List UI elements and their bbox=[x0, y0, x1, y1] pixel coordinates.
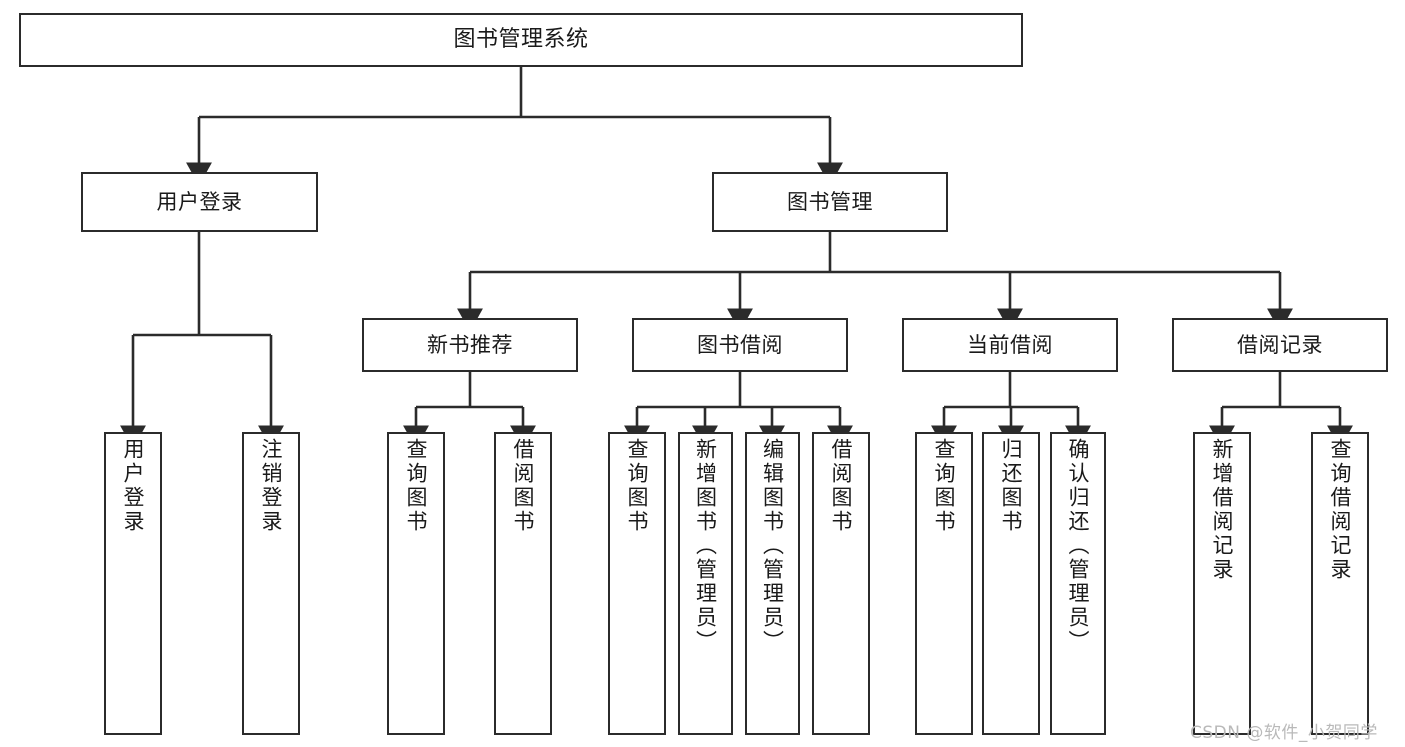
node-current-borrow[interactable]: 当前借阅 bbox=[902, 318, 1118, 372]
leaf-borrow-book-nb[interactable]: 借阅图书 bbox=[494, 432, 552, 735]
node-user-login[interactable]: 用户登录 bbox=[81, 172, 318, 232]
leaf-query-book-bb[interactable]: 查询图书 bbox=[608, 432, 666, 735]
leaf-edit-book-admin[interactable]: 编辑图书（管理员） bbox=[745, 432, 800, 735]
node-label: 新书推荐 bbox=[427, 332, 513, 357]
node-label: 借阅图书 bbox=[511, 438, 536, 534]
node-book-borrow[interactable]: 图书借阅 bbox=[632, 318, 848, 372]
leaf-confirm-return-admin[interactable]: 确认归还（管理员） bbox=[1050, 432, 1106, 735]
node-label: 用户登录 bbox=[121, 438, 146, 534]
leaf-add-book-admin[interactable]: 新增图书（管理员） bbox=[678, 432, 733, 735]
leaf-borrow-book-bb[interactable]: 借阅图书 bbox=[812, 432, 870, 735]
watermark-text: CSDN @软件_小贺同学 bbox=[1190, 723, 1378, 743]
leaf-return-book[interactable]: 归还图书 bbox=[982, 432, 1040, 735]
leaf-add-borrow-record[interactable]: 新增借阅记录 bbox=[1193, 432, 1251, 735]
node-label: 用户登录 bbox=[156, 189, 243, 214]
node-label: 编辑图书（管理员） bbox=[760, 438, 785, 654]
node-new-book-recommend[interactable]: 新书推荐 bbox=[362, 318, 578, 372]
node-label: 新增借阅记录 bbox=[1210, 438, 1235, 582]
leaf-query-borrow-record[interactable]: 查询借阅记录 bbox=[1311, 432, 1369, 735]
leaf-query-book-nb[interactable]: 查询图书 bbox=[387, 432, 445, 735]
node-label: 当前借阅 bbox=[967, 332, 1053, 357]
node-label: 图书借阅 bbox=[697, 332, 783, 357]
leaf-logout[interactable]: 注销登录 bbox=[242, 432, 300, 735]
node-label: 查询借阅记录 bbox=[1328, 438, 1353, 582]
node-label: 查询图书 bbox=[404, 438, 429, 534]
node-label: 借阅图书 bbox=[829, 438, 854, 534]
node-book-management[interactable]: 图书管理 bbox=[712, 172, 948, 232]
node-label: 查询图书 bbox=[625, 438, 650, 534]
node-label: 借阅记录 bbox=[1237, 332, 1323, 357]
node-borrow-record[interactable]: 借阅记录 bbox=[1172, 318, 1388, 372]
node-label: 归还图书 bbox=[999, 438, 1024, 534]
node-label: 注销登录 bbox=[259, 438, 284, 534]
node-root-system[interactable]: 图书管理系统 bbox=[19, 13, 1023, 67]
node-label: 确认归还（管理员） bbox=[1066, 438, 1091, 654]
node-label: 查询图书 bbox=[932, 438, 957, 534]
node-label: 图书管理系统 bbox=[453, 27, 589, 53]
node-label: 图书管理 bbox=[787, 189, 873, 214]
leaf-user-login[interactable]: 用户登录 bbox=[104, 432, 162, 735]
node-label: 新增图书（管理员） bbox=[693, 438, 718, 654]
leaf-query-book-cb[interactable]: 查询图书 bbox=[915, 432, 973, 735]
